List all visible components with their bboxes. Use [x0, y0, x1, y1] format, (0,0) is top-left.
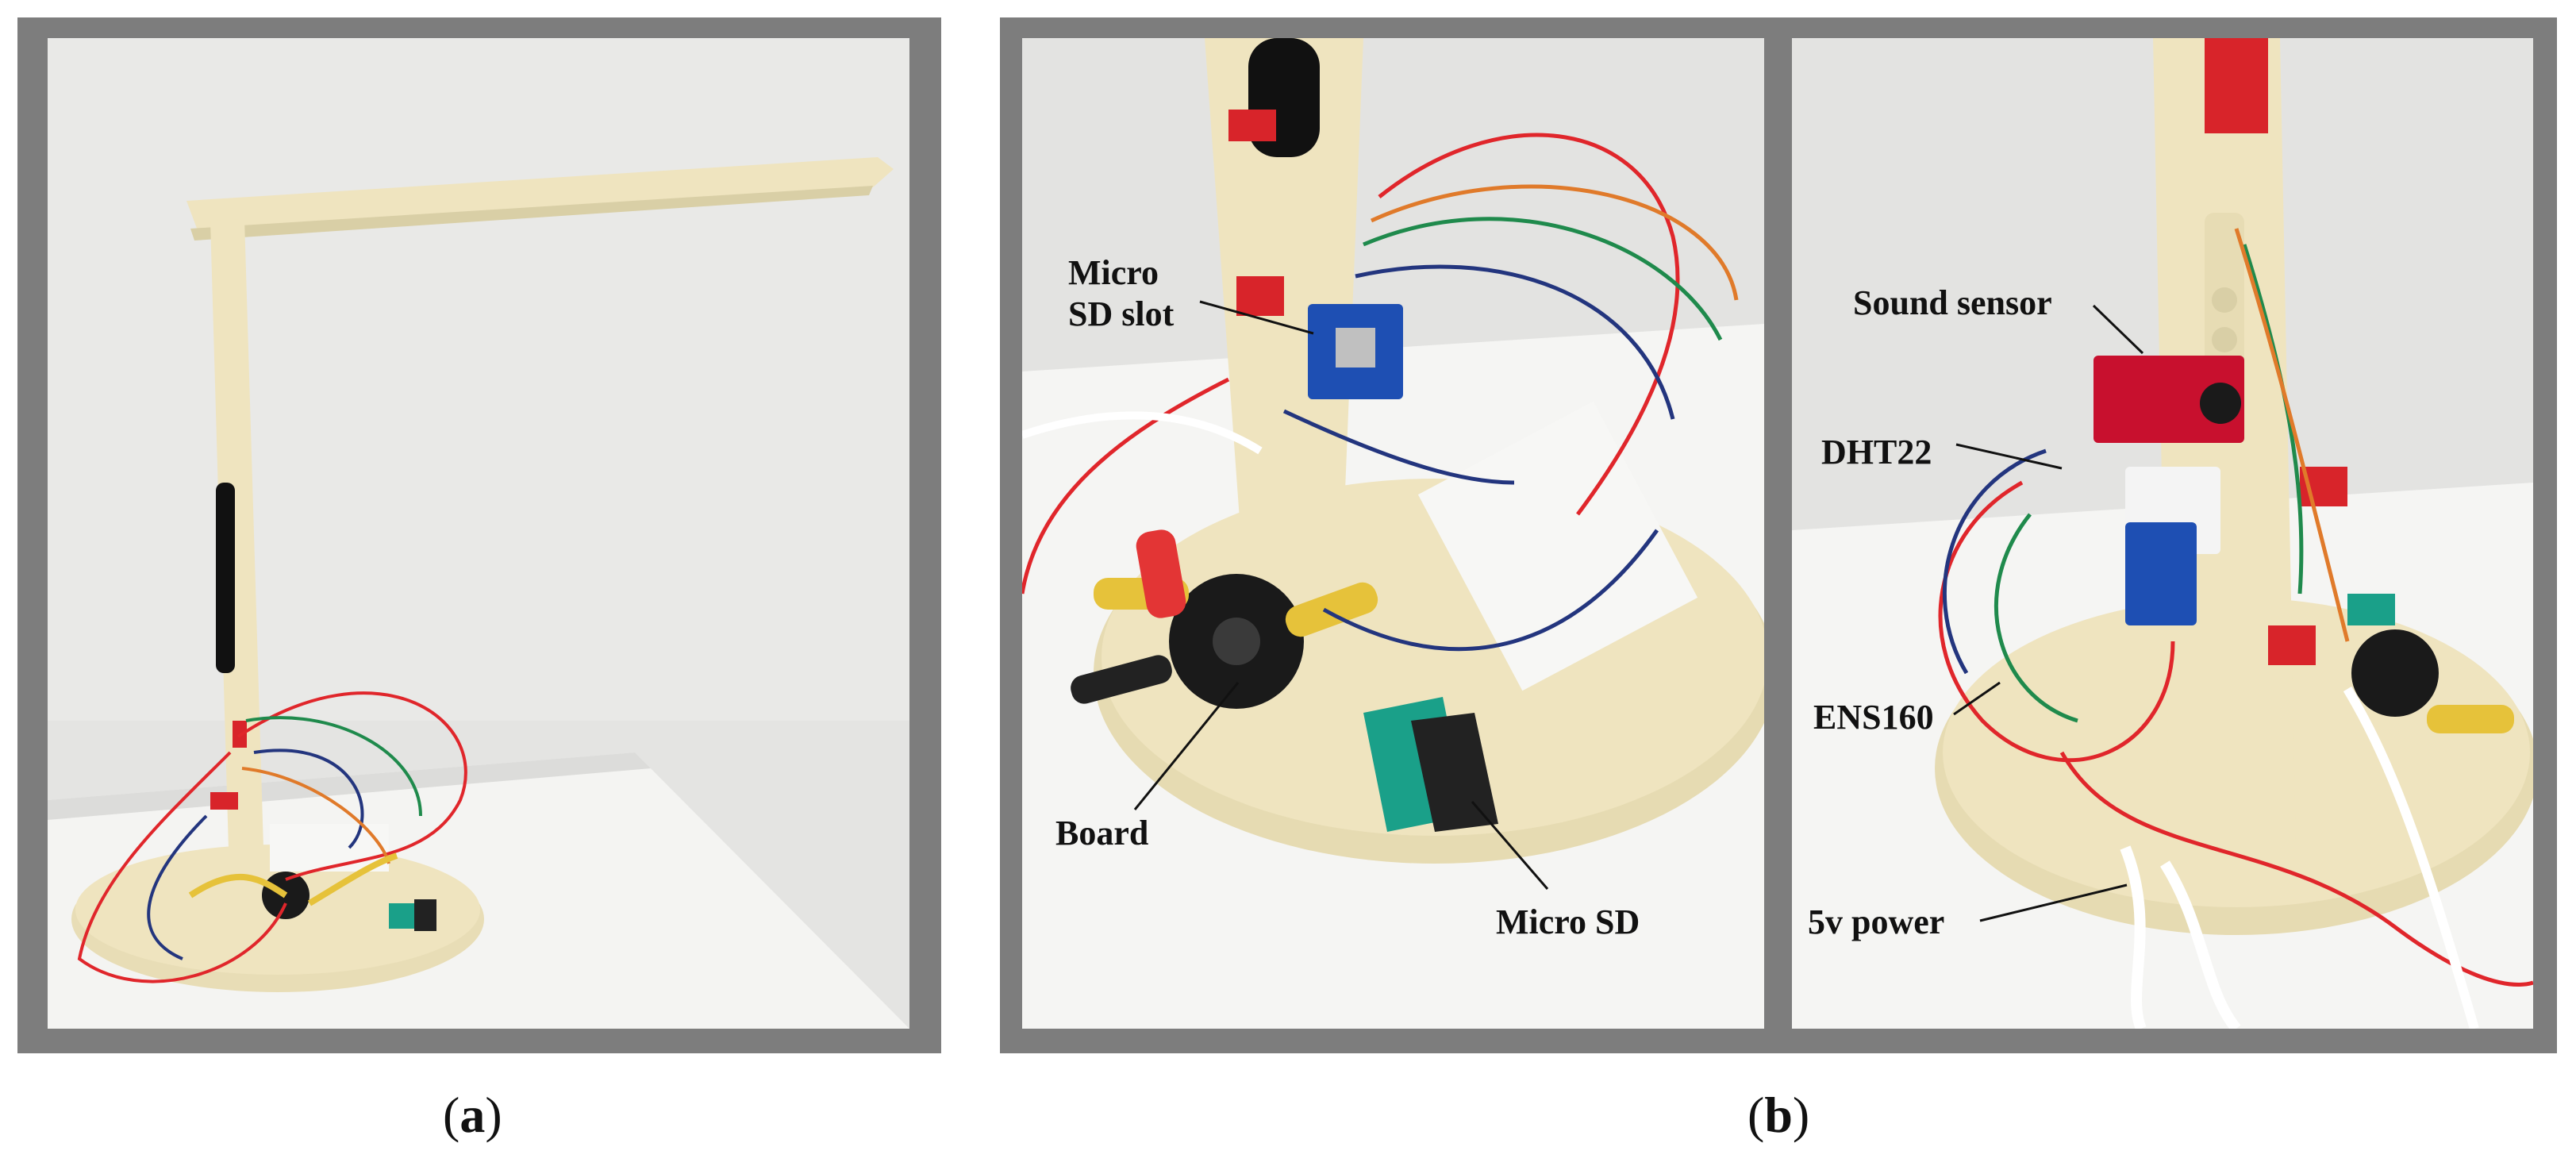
label-micro-sd-slot-line1: Micro [1068, 253, 1159, 292]
label-5v-power: 5v power [1808, 902, 1945, 941]
label-ens160: ENS160 [1813, 698, 1934, 737]
caption-a: (a) [443, 1087, 502, 1143]
label-board: Board [1055, 814, 1149, 852]
label-sound-sensor: Sound sensor [1853, 283, 2052, 322]
panel-b-right-photo [1792, 38, 2533, 1029]
panel-b-left-photo [1022, 38, 1764, 1029]
caption-b: (b) [1747, 1087, 1810, 1143]
label-micro-sd-slot: Micro SD slot [1068, 252, 1174, 335]
caption-b-letter: b [1764, 1087, 1793, 1143]
caption-a-letter: a [459, 1087, 486, 1143]
label-dht22: DHT22 [1821, 433, 1932, 471]
label-micro-sd-slot-line2: SD slot [1068, 294, 1175, 333]
label-micro-sd: Micro SD [1496, 902, 1640, 941]
panel-a-photo [48, 38, 909, 1029]
